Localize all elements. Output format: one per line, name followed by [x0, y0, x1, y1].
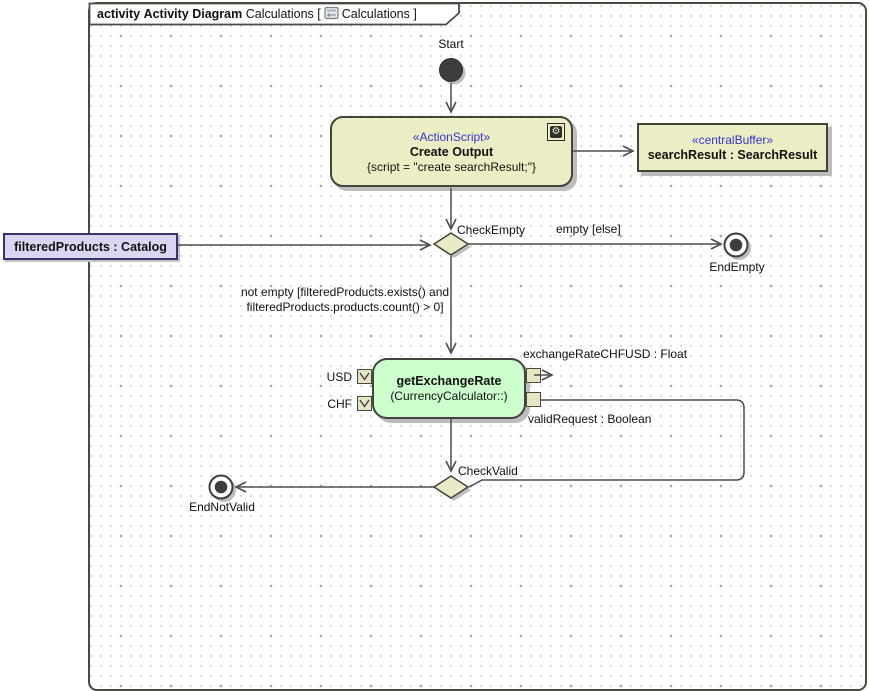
- activity-frame: [88, 2, 867, 691]
- usd-pin-label: USD: [326, 370, 352, 384]
- valid-request-output-pin[interactable]: [526, 392, 541, 407]
- diagram-icon: [324, 6, 339, 23]
- get-exchange-rate-action[interactable]: getExchangeRate (CurrencyCalculator::): [372, 358, 526, 419]
- end-empty-label: EndEmpty: [709, 260, 765, 274]
- frame-tab-name: Calculations: [341, 7, 410, 21]
- check-empty-label: CheckEmpty: [457, 223, 526, 237]
- central-buffer-stereotype: «centralBuffer»: [691, 133, 774, 147]
- create-output-script: {script = "create searchResult;"}: [367, 159, 536, 174]
- search-result-central-buffer[interactable]: «centralBuffer» searchResult : SearchRes…: [637, 123, 828, 172]
- empty-guard-label: empty [else]: [556, 222, 621, 236]
- chf-pin-label: CHF: [327, 397, 352, 411]
- frame-open-bracket: [: [317, 7, 321, 21]
- create-output-action[interactable]: «ActionScript» Create Output {script = "…: [330, 116, 573, 187]
- behavior-gear-icon: ⚙: [547, 123, 565, 141]
- create-output-stereotype: «ActionScript»: [412, 129, 491, 144]
- exchange-rate-output-pin[interactable]: [526, 368, 541, 383]
- filtered-products-object-node[interactable]: filteredProducts : Catalog: [3, 233, 178, 260]
- frame-title: activity Activity Diagram Calculations […: [97, 6, 417, 23]
- exchange-rate-pin-label: exchangeRateCHFUSD : Float: [523, 347, 688, 361]
- end-not-valid-label: EndNotValid: [189, 500, 255, 514]
- start-node-label: Start: [438, 37, 464, 51]
- filtered-products-name: filteredProducts : Catalog: [14, 239, 167, 254]
- create-output-name: Create Output: [409, 144, 494, 159]
- frame-keyword: activity: [97, 7, 141, 21]
- not-empty-guard-line1: not empty [filteredProducts.exists() and: [240, 285, 450, 299]
- get-exchange-rate-name: getExchangeRate: [396, 374, 502, 388]
- get-exchange-rate-qualifier: (CurrencyCalculator::): [390, 389, 508, 403]
- central-buffer-name: searchResult : SearchResult: [647, 148, 818, 162]
- check-valid-label: CheckValid: [458, 464, 518, 478]
- frame-name: Calculations: [245, 7, 314, 21]
- usd-input-pin[interactable]: [357, 369, 372, 384]
- frame-type: Activity Diagram: [143, 7, 243, 21]
- chf-input-pin[interactable]: [357, 396, 372, 411]
- not-empty-guard-line2: filteredProducts.products.count() > 0]: [246, 300, 444, 314]
- pin-chevron-icon: [359, 372, 370, 381]
- frame-close-bracket: ]: [413, 7, 417, 21]
- pin-chevron-icon: [359, 399, 370, 408]
- valid-request-pin-label: validRequest : Boolean: [528, 412, 652, 426]
- not-empty-guard-label: not empty [filteredProducts.exists() and…: [180, 285, 510, 315]
